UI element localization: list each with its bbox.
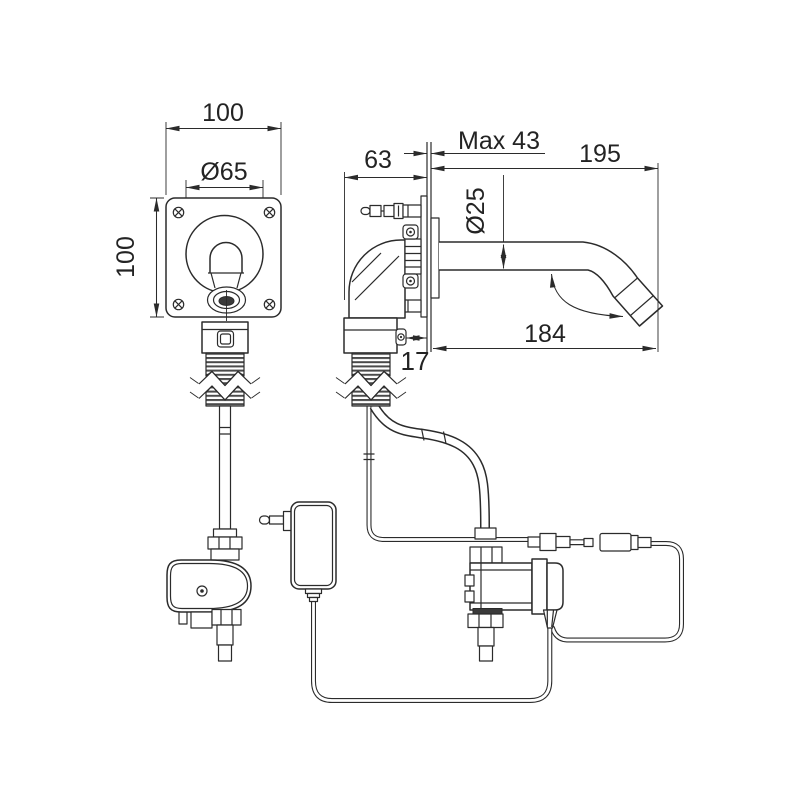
inwall-elbow: [343, 224, 422, 354]
power-cable: [311, 597, 553, 703]
sensor-window: [216, 330, 235, 348]
dim-spout-reach-label: 184: [524, 320, 566, 348]
dim-front-width-label: 100: [202, 99, 244, 127]
dim-front-width: 100: [165, 99, 282, 195]
dim-gland-offset-label: 17: [401, 346, 430, 376]
spout-side: [439, 241, 664, 327]
supply-pipe-front: [218, 405, 232, 530]
connection-block-front: [201, 321, 249, 354]
dim-spout-length: 195: [431, 140, 659, 352]
wall-plate-side: [420, 195, 428, 318]
dim-front-height: 100: [112, 197, 164, 318]
dim-side-depth-label: 63: [364, 146, 392, 174]
flex-hose: [369, 403, 490, 529]
solenoid-wire-exit: [542, 609, 558, 629]
front-view: 100 Ø65 100: [112, 99, 282, 662]
dim-front-escutcheon: Ø65: [185, 158, 264, 224]
dim-gland-offset: 17: [401, 335, 430, 376]
dim-max-wall-label: Max 43: [458, 127, 540, 155]
solenoid-valve: [464, 527, 564, 662]
solenoid-to-jack-cable: [550, 541, 684, 643]
sensor-cable: [363, 403, 531, 542]
outlet-leader-arrow: [549, 273, 624, 319]
side-view: 63 Max 43 195 Ø25 184 17: [258, 127, 684, 703]
dim-spout-diameter: Ø25: [462, 175, 507, 269]
control-box: [166, 528, 252, 662]
dim-side-depth: 63: [344, 146, 427, 300]
dim-max-wall: Max 43: [404, 127, 545, 157]
dim-spout-reach: 184: [433, 273, 656, 352]
dim-front-escutcheon-label: Ø65: [200, 158, 247, 186]
female-jack-connector: [599, 532, 652, 552]
escutcheon-side: [430, 217, 440, 299]
indicator-led: [196, 585, 208, 597]
dim-front-height-label: 100: [112, 236, 140, 278]
power-adapter: [258, 501, 337, 603]
dim-spout-diameter-label: Ø25: [462, 187, 490, 234]
male-jack-connector: [527, 532, 594, 552]
spout-front: [206, 241, 247, 321]
plug-pin: [258, 515, 271, 525]
dim-spout-length-label: 195: [579, 140, 621, 168]
